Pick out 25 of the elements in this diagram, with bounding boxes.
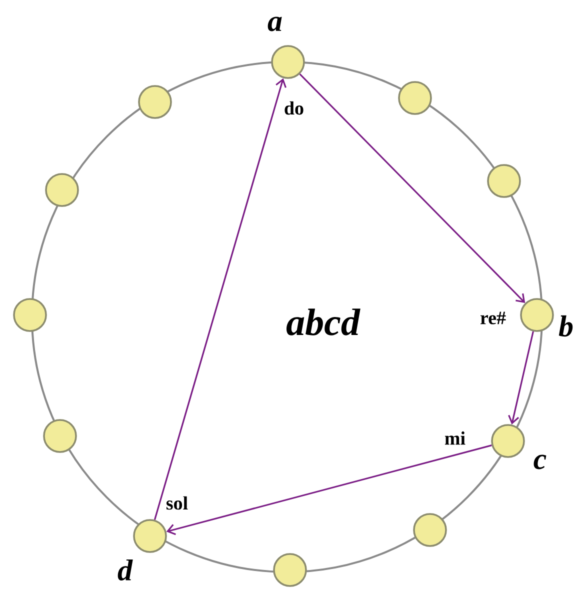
note-label: re# — [480, 312, 506, 324]
note-label: mi — [444, 431, 466, 445]
letter-label: a — [268, 16, 282, 32]
letter-label: c — [534, 454, 546, 470]
note-label: do — [284, 101, 304, 115]
dot-circle — [13, 298, 47, 332]
dot-circle — [491, 424, 525, 458]
note-label: sol — [166, 496, 188, 510]
dot-circle — [398, 81, 432, 115]
dot-circle — [43, 419, 77, 453]
dot-circle — [487, 164, 521, 198]
dot-circle — [133, 519, 167, 553]
dot-circle — [273, 553, 307, 587]
dot-circle — [520, 298, 554, 332]
arrow — [299, 73, 526, 303]
dot-circle — [413, 513, 447, 547]
dot-circle — [138, 85, 172, 119]
arrow — [154, 78, 286, 520]
arrow — [166, 444, 492, 536]
center-label: abcd — [286, 308, 360, 336]
letter-label: d — [118, 559, 133, 581]
dot-circle — [271, 45, 305, 79]
arrow — [508, 331, 534, 425]
letter-label: b — [558, 315, 573, 337]
dot-circle — [45, 173, 79, 207]
